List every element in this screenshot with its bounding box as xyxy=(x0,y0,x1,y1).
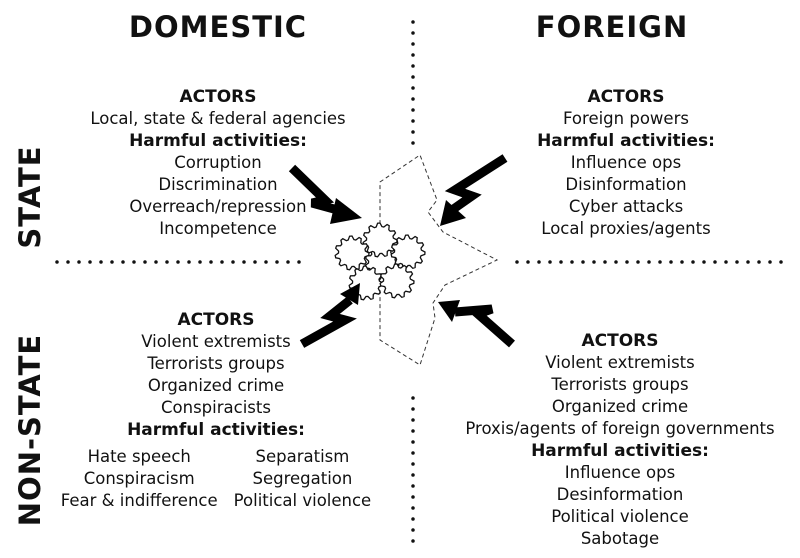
harm-item: Conspiracism xyxy=(83,469,195,488)
column-header-foreign: FOREIGN xyxy=(535,10,689,44)
actor-item: Terrorists groups xyxy=(147,354,285,373)
harmful-activities-heading: Harmful activities: xyxy=(129,131,307,151)
lightning-bolt-icon xyxy=(444,154,508,214)
harm-item: Sabotage xyxy=(580,529,660,548)
actor-item: Terrorists groups xyxy=(551,375,689,394)
arrowhead-icon xyxy=(440,200,466,226)
actor-item: Organized crime xyxy=(147,376,285,395)
actor-item: Local, state & federal agencies xyxy=(90,109,346,128)
harmful-activities-heading: Harmful activities: xyxy=(531,441,709,461)
harmful-activities-heading: Harmful activities: xyxy=(537,131,715,151)
harm-item: Cyber attacks xyxy=(568,197,684,216)
quadrant-domestic-state: ACTORS Local, state & federal agencies H… xyxy=(90,86,345,240)
harm-item: Political violence xyxy=(233,491,372,510)
arrowhead-icon xyxy=(340,283,360,305)
harm-item: Hate speech xyxy=(87,447,191,466)
actor-item: Proxis/agents of foreign governments xyxy=(465,419,775,438)
lightning-bolt-icon xyxy=(288,164,347,217)
harm-column-left: Hate speech Conspiracism Fear & indiffer… xyxy=(61,446,218,512)
harm-item: Political violence xyxy=(551,507,689,526)
quadrant-domestic-non-state: ACTORS Violent extremists Terrorists gro… xyxy=(61,309,371,512)
actors-heading: ACTORS xyxy=(179,87,257,107)
row-label-state: STATE xyxy=(13,145,47,249)
row-label-non-state: NON-STATE xyxy=(13,333,47,527)
harm-item: Local proxies/agents xyxy=(541,219,711,238)
gear-icon xyxy=(379,263,415,299)
harm-item: Corruption xyxy=(174,153,262,172)
actors-heading: ACTORS xyxy=(581,331,659,351)
harm-item: Influence ops xyxy=(564,463,676,482)
actor-item: Foreign powers xyxy=(563,109,689,128)
actor-item: Conspiracists xyxy=(161,398,271,417)
harm-item: Disinformation xyxy=(565,175,687,194)
harm-item: Desinformation xyxy=(556,485,684,504)
quadrant-foreign-non-state: ACTORS Violent extremists Terrorists gro… xyxy=(465,330,774,550)
harm-item: Discrimination xyxy=(158,175,278,194)
actor-item: Organized crime xyxy=(551,397,689,416)
actors-heading: ACTORS xyxy=(177,310,255,330)
harm-item: Segregation xyxy=(252,469,353,488)
lightning-bolt-icon xyxy=(299,296,357,348)
arrowhead-icon xyxy=(438,300,460,322)
actors-heading: ACTORS xyxy=(587,87,665,107)
lightning-bolt-icon xyxy=(454,304,515,348)
column-header-domestic: DOMESTIC xyxy=(128,10,308,44)
dashed-border-path xyxy=(379,154,499,366)
gear-icon xyxy=(362,222,398,258)
harm-column-right: Separatism Segregation Political violenc… xyxy=(234,446,372,512)
actor-item: Violent extremists xyxy=(545,353,695,372)
arrowhead-icon xyxy=(330,198,362,224)
harm-item: Incompetence xyxy=(159,219,277,238)
harm-item: Separatism xyxy=(255,447,350,466)
quadrant-foreign-state: ACTORS Foreign powers Harmful activities… xyxy=(537,86,715,240)
harm-item: Influence ops xyxy=(570,153,682,172)
actor-item: Violent extremists xyxy=(141,332,291,351)
gear-icon xyxy=(390,234,426,270)
gear-icon xyxy=(334,235,370,271)
harmful-activities-heading: Harmful activities: xyxy=(127,420,305,440)
harm-item: Fear & indifference xyxy=(60,491,218,510)
harm-item: Overreach/repression xyxy=(129,197,307,216)
